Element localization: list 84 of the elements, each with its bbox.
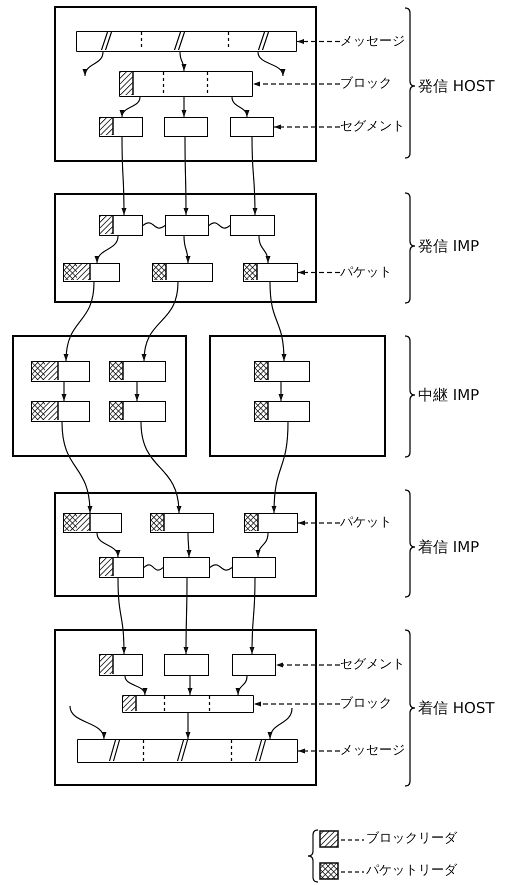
segment-box <box>99 654 143 676</box>
leader-line <box>276 662 340 668</box>
arrow <box>269 282 286 362</box>
arrow <box>188 676 192 695</box>
arrow <box>258 236 270 264</box>
arrow <box>62 382 66 401</box>
layer-box <box>54 492 317 597</box>
arrow <box>250 578 256 654</box>
link-line <box>142 222 166 229</box>
packet-box <box>244 513 298 533</box>
layer-box <box>12 335 187 457</box>
packet-box <box>63 263 120 282</box>
arrow <box>186 533 192 557</box>
block-bar <box>119 71 253 97</box>
arrow <box>272 422 289 514</box>
arrow <box>95 236 119 264</box>
arrow <box>257 52 284 76</box>
arrow <box>182 97 186 117</box>
layer-box <box>54 629 317 786</box>
leader-line <box>254 702 340 706</box>
segment-box <box>232 557 276 578</box>
segment-box <box>232 654 276 676</box>
arrow <box>251 137 258 215</box>
segment-box <box>99 117 143 137</box>
message-bar <box>77 739 298 763</box>
layer-label: 発信 IMP <box>418 236 480 256</box>
arrow <box>124 676 146 696</box>
link-line <box>144 564 164 571</box>
packet-box <box>150 513 214 533</box>
segment-box <box>99 215 143 236</box>
arrow <box>268 708 293 740</box>
arrow <box>134 382 140 401</box>
arrow <box>117 578 126 654</box>
packet-box <box>109 361 166 382</box>
segment-box <box>230 215 275 236</box>
arrow <box>179 52 186 72</box>
layer-label: 発信 HOST <box>418 76 495 96</box>
link-line <box>210 564 232 571</box>
packet-box <box>63 513 122 533</box>
arrow <box>61 422 92 514</box>
link-line <box>208 222 230 229</box>
arrow <box>69 706 106 740</box>
arrow <box>236 676 248 696</box>
segment-box <box>164 117 208 137</box>
arrow <box>278 382 284 401</box>
arrow <box>184 578 189 654</box>
arrow <box>231 96 249 118</box>
arrow <box>64 282 95 362</box>
packet-box <box>152 263 213 282</box>
arrow <box>140 422 182 514</box>
segment-box <box>230 117 274 137</box>
arrow <box>256 532 269 558</box>
leader-line <box>274 124 340 130</box>
layer-label: 中継 IMP <box>418 385 480 405</box>
arrow <box>186 713 190 739</box>
arrow <box>120 96 141 118</box>
arrow <box>83 52 104 76</box>
layer-box <box>54 6 317 162</box>
segment-box <box>165 215 209 236</box>
layer-label: 着信 IMP <box>418 537 480 557</box>
segment-box <box>163 557 210 578</box>
arrow <box>142 282 179 362</box>
message-bar <box>76 31 297 52</box>
packet-box <box>254 401 310 422</box>
arrow <box>183 137 188 215</box>
layer-label: 着信 HOST <box>418 698 495 718</box>
packet-box <box>254 361 310 382</box>
segment-box <box>99 557 144 578</box>
segment-box <box>164 654 209 676</box>
leader-line <box>298 270 340 275</box>
leader-line <box>297 39 340 44</box>
packet-box <box>243 263 298 282</box>
packet-box <box>31 361 90 382</box>
layer-box <box>54 193 317 303</box>
arrow <box>121 137 126 215</box>
arrow <box>183 236 190 264</box>
leader-line <box>253 82 340 86</box>
packet-box <box>31 401 90 422</box>
layer-box <box>209 335 386 457</box>
packet-box <box>109 401 166 422</box>
arrow <box>96 532 120 558</box>
leader-line <box>298 520 340 526</box>
leader-line <box>298 748 340 754</box>
block-bar <box>122 695 254 713</box>
